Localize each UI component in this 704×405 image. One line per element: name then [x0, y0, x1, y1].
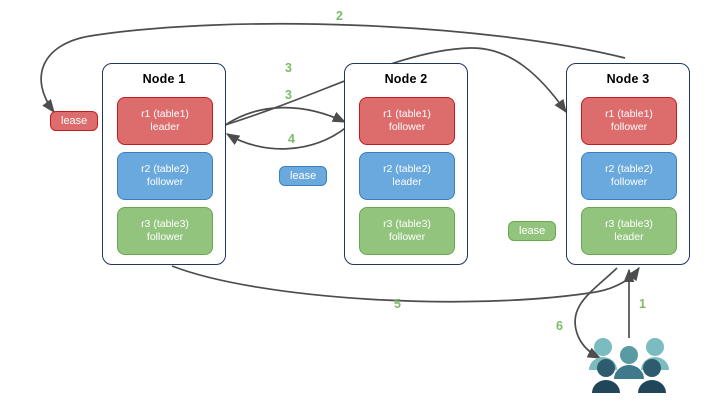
node-3-replica-r3[interactable]: r3 (table3) leader: [581, 207, 677, 255]
node-1[interactable]: Node 1 r1 (table1) leader r2 (table2) fo…: [102, 63, 226, 265]
step-label-6: 6: [556, 319, 563, 333]
node-1-title: Node 1: [142, 72, 186, 86]
lease-badge-r3[interactable]: lease: [508, 221, 557, 241]
node-3-replica-r1[interactable]: r1 (table1) follower: [581, 97, 677, 145]
node-2-replica-r1-range: r1 (table1): [383, 108, 431, 120]
node-3-replica-r2[interactable]: r2 (table2) follower: [581, 152, 677, 200]
node-3-title: Node 3: [606, 72, 650, 86]
node-3-replica-r1-range: r1 (table1): [605, 108, 653, 120]
node-1-replica-r1[interactable]: r1 (table1) leader: [117, 97, 213, 145]
node-2[interactable]: Node 2 r1 (table1) follower r2 (table2) …: [344, 63, 468, 265]
edge-step-5: [171, 265, 640, 303]
node-3-replica-r1-role: follower: [610, 121, 648, 133]
step-label-3b: 3: [285, 88, 292, 102]
step-label-4: 4: [288, 132, 295, 146]
node-1-replica-r2[interactable]: r2 (table2) follower: [117, 152, 213, 200]
node-2-replica-r1-role: follower: [388, 121, 426, 133]
lease-badge-r1[interactable]: lease: [50, 111, 99, 131]
node-1-replica-r2-role: follower: [146, 176, 184, 188]
node-1-replica-r2-range: r2 (table2): [141, 163, 189, 175]
node-2-replica-r1[interactable]: r1 (table1) follower: [359, 97, 455, 145]
node-2-replica-r2-role: leader: [392, 176, 422, 188]
lease-badge-r2[interactable]: lease: [279, 166, 328, 186]
node-1-replica-r1-role: leader: [150, 121, 180, 133]
node-3-replica-r3-range: r3 (table3): [605, 218, 653, 230]
node-2-replica-r2-range: r2 (table2): [383, 163, 431, 175]
node-2-replica-r3-role: follower: [388, 231, 426, 243]
node-2-replica-r3-range: r3 (table3): [383, 218, 431, 230]
node-2-title: Node 2: [384, 72, 428, 86]
node-2-replica-r3[interactable]: r3 (table3) follower: [359, 207, 455, 255]
edge-step-3-short: [220, 106, 347, 129]
users-icon: [589, 338, 669, 393]
node-1-replica-r3-role: follower: [146, 231, 184, 243]
node-2-replica-r2[interactable]: r2 (table2) leader: [359, 152, 455, 200]
step-label-3a: 3: [285, 61, 292, 75]
step-label-5: 5: [394, 297, 401, 311]
step-label-1: 1: [639, 297, 646, 311]
node-1-replica-r3-range: r3 (table3): [141, 218, 189, 230]
step-label-2: 2: [336, 9, 343, 23]
node-3[interactable]: Node 3 r1 (table1) follower r2 (table2) …: [566, 63, 690, 265]
node-3-replica-r2-range: r2 (table2): [605, 163, 653, 175]
node-3-replica-r2-role: follower: [610, 176, 648, 188]
node-1-replica-r1-range: r1 (table1): [141, 108, 189, 120]
node-1-replica-r3[interactable]: r3 (table3) follower: [117, 207, 213, 255]
node-3-replica-r3-role: leader: [614, 231, 644, 243]
